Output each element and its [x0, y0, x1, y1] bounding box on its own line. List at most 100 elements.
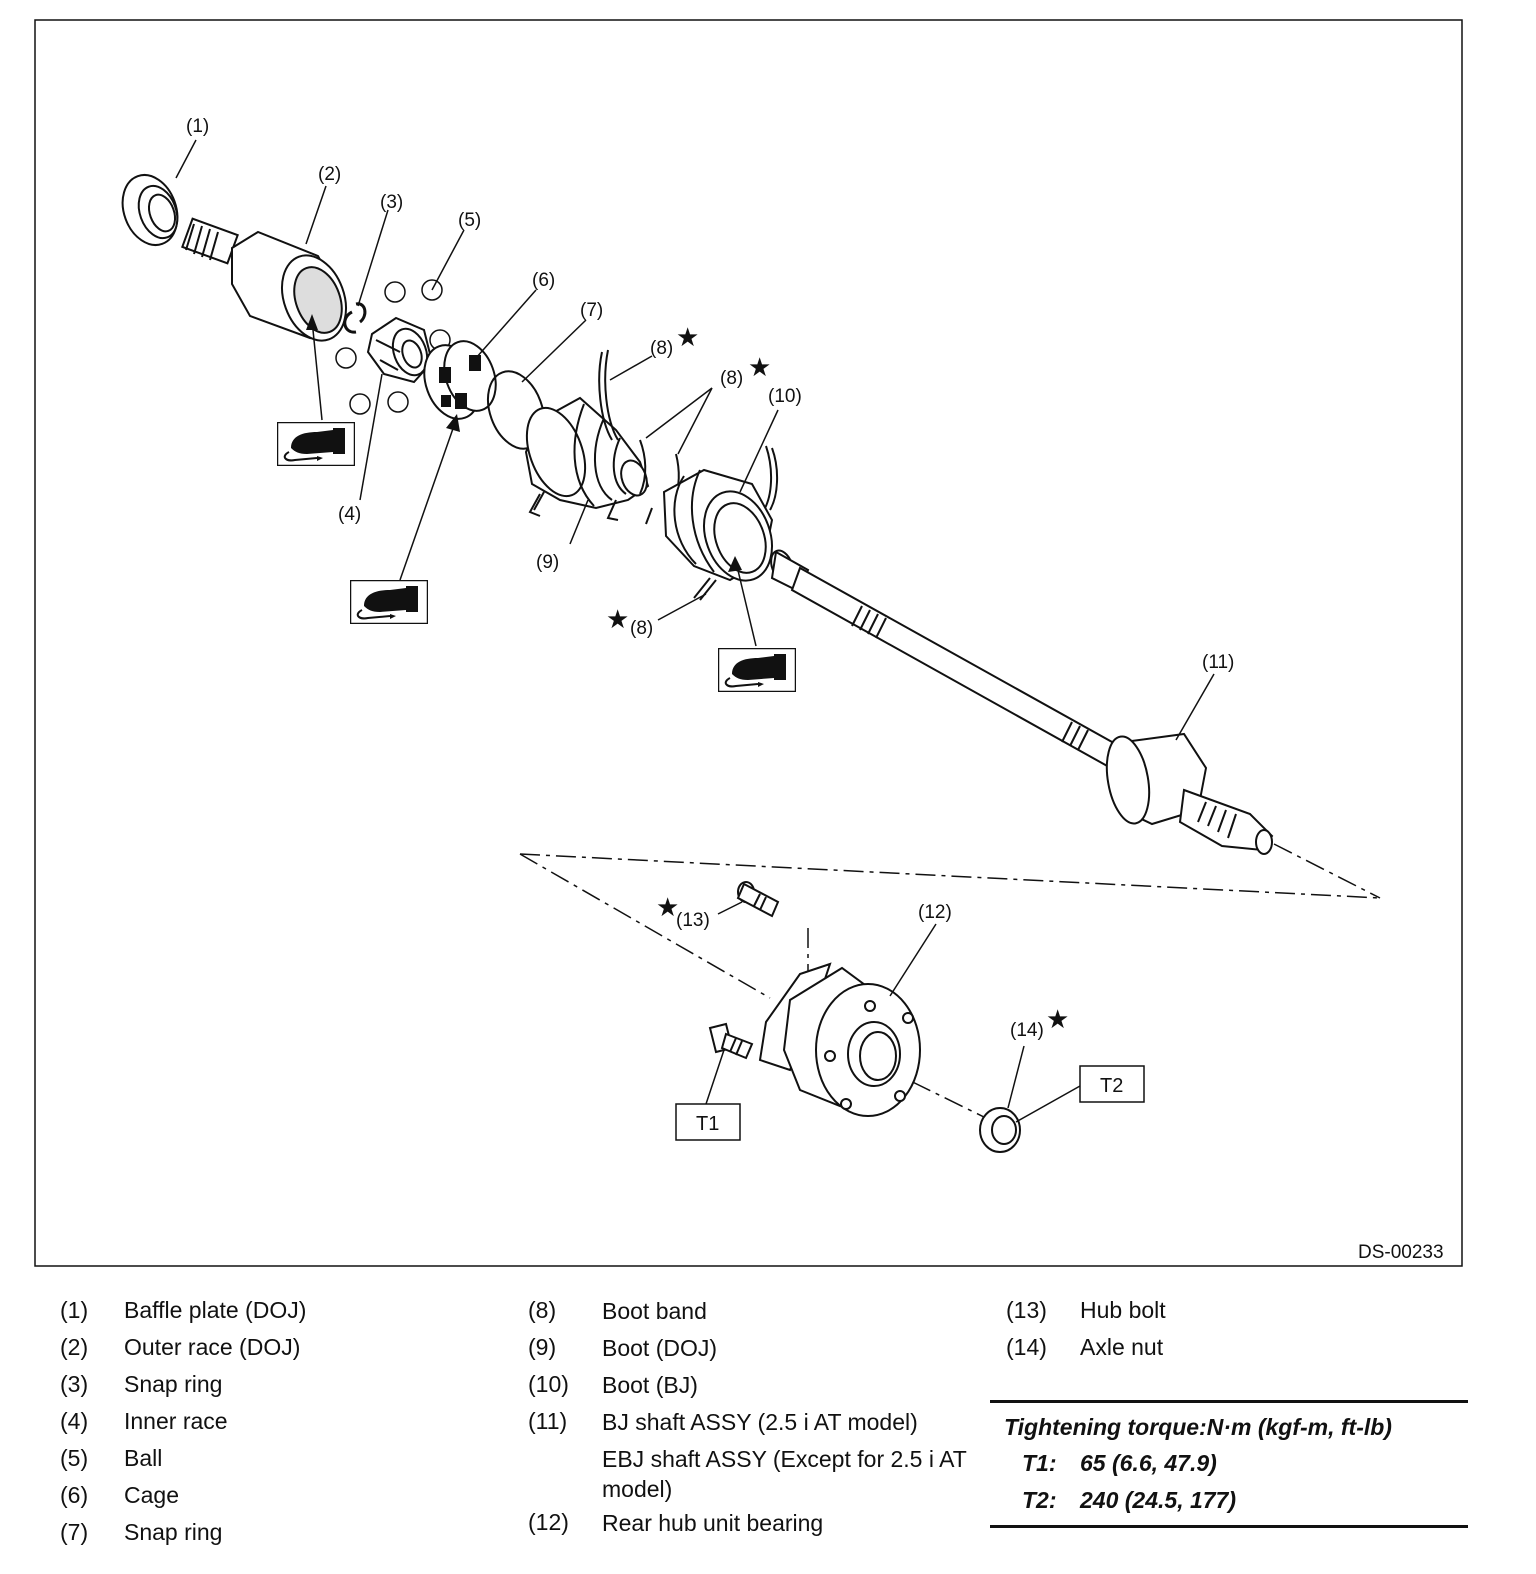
torque-box-t1-label: T1 — [696, 1113, 719, 1135]
legend-item: (10) Boot (BJ) — [528, 1366, 974, 1403]
legend-text: Boot (BJ) — [602, 1372, 698, 1398]
outer-race — [181, 217, 347, 342]
callout-3: (3) — [380, 192, 403, 213]
legend-text: Snap ring — [124, 1519, 223, 1545]
star-icon: ★ — [748, 353, 771, 383]
grease-icon — [350, 580, 428, 624]
bj-shaft-assy — [770, 549, 1274, 855]
legend-number: (14) — [1006, 1334, 1047, 1360]
legend-text: Hub bolt — [1080, 1297, 1166, 1323]
legend-item: (13) Hub bolt — [1006, 1292, 1280, 1329]
legend-column-1: (1) Baffle plate (DOJ) (2) Outer race (DOJ… — [60, 1292, 484, 1551]
rear-hub-unit-bearing — [758, 962, 921, 1117]
hub-bolt — [736, 881, 780, 918]
legend-number: (11) — [528, 1408, 568, 1434]
callout-4: (4) — [338, 504, 361, 525]
legend-number: (2) — [60, 1334, 89, 1360]
legend-text: Cage — [124, 1482, 179, 1508]
figure-frame — [34, 19, 1463, 1267]
legend-number: (1) — [60, 1297, 89, 1323]
star-icon: ★ — [676, 323, 699, 353]
star-icon: ★ — [606, 605, 629, 635]
legend-number: (5) — [60, 1445, 89, 1471]
callout-14: (14) — [1010, 1020, 1044, 1041]
arrowheads — [306, 314, 742, 572]
snap-ring-small — [343, 302, 367, 334]
legend-text: BJ shaft ASSY (2.5 i AT model) — [602, 1409, 918, 1435]
legend-item: (4) Inner race — [60, 1403, 484, 1440]
legend-item: (9) Boot (DOJ) — [528, 1329, 974, 1366]
callout-7: (7) — [580, 300, 603, 321]
callout-11: (11) — [1202, 652, 1234, 673]
callout-8: (8) — [630, 618, 653, 639]
callout-12: (12) — [918, 902, 952, 923]
legend-number: (13) — [1006, 1297, 1047, 1323]
callout-10: (10) — [768, 386, 802, 407]
callout-8: (8) — [720, 368, 743, 389]
legend-item: (3) Snap ring — [60, 1366, 484, 1403]
legend-text: EBJ shaft ASSY (Except for 2.5 i AT mode… — [602, 1446, 967, 1502]
torque-box-t1 — [675, 1103, 741, 1141]
legend-text: Outer race (DOJ) — [124, 1334, 301, 1360]
exploded-view-diagram: ★ ★ ★ ★ ★ (1) (2) (3) (5) (6) (7) (8) (8… — [34, 19, 1463, 1267]
inner-race — [366, 316, 434, 384]
torque-key: T1: — [1022, 1450, 1057, 1476]
legend-number: (8) — [528, 1297, 557, 1323]
legend-text: Snap ring — [124, 1371, 223, 1397]
callout-13: (13) — [676, 910, 710, 931]
torque-value: 240 (24.5, 177) — [1080, 1487, 1237, 1513]
callout-5: (5) — [458, 210, 481, 231]
legend-text: Inner race — [124, 1408, 228, 1434]
legend-number: (12) — [528, 1509, 569, 1535]
legend-item: (7) Snap ring — [60, 1514, 484, 1551]
baffle-plate — [121, 174, 179, 246]
callout-6: (6) — [532, 270, 555, 291]
legend-number: (4) — [60, 1408, 89, 1434]
legend-text: Axle nut — [1080, 1334, 1164, 1360]
torque-value: 65 (6.6, 47.9) — [1080, 1450, 1217, 1476]
grease-icon — [277, 422, 355, 466]
legend-item: (2) Outer race (DOJ) — [60, 1329, 484, 1366]
callout-8: (8) — [650, 338, 673, 359]
legend-number: (6) — [60, 1482, 89, 1508]
legend-text: Boot (DOJ) — [602, 1335, 718, 1361]
legend-item: (1) Baffle plate (DOJ) — [60, 1292, 484, 1329]
legend-item: (12) Rear hub unit bearing — [528, 1504, 974, 1541]
star-icons: ★ ★ ★ ★ ★ — [606, 323, 1069, 1035]
leader-lines — [175, 139, 1215, 1123]
legend-item: EBJ shaft ASSY (Except for 2.5 i AT mode… — [528, 1440, 974, 1504]
boot-bands — [528, 349, 779, 601]
legend-text: Baffle plate (DOJ) — [124, 1297, 307, 1323]
legend-text: Boot band — [602, 1298, 707, 1324]
legend-text: Rear hub unit bearing — [602, 1510, 824, 1536]
torque-row: T2: 240 (24.5, 177) — [990, 1482, 1468, 1519]
legend-column-3: (13) Hub bolt (14) Axle nut — [1006, 1292, 1280, 1366]
axle-nut — [979, 1107, 1021, 1153]
balls — [335, 279, 451, 415]
torque-box-t2-label: T2 — [1100, 1075, 1123, 1097]
torque-title: Tightening torque:N·m (kgf-m, ft-lb) — [1004, 1414, 1392, 1440]
callout-2: (2) — [318, 164, 341, 185]
assembly-lines — [519, 843, 1381, 1121]
legend-item: (11) BJ shaft ASSY (2.5 i AT model) — [528, 1403, 974, 1440]
legend-item: (8) Boot band — [528, 1292, 974, 1329]
legend-number: (10) — [528, 1371, 569, 1397]
legend-number: (9) — [528, 1334, 557, 1360]
legend-item: (6) Cage — [60, 1477, 484, 1514]
legend-text: Ball — [124, 1445, 163, 1471]
cage — [423, 340, 497, 420]
t1-bolt — [708, 1022, 754, 1060]
legend-item: (5) Ball — [60, 1440, 484, 1477]
torque-key: T2: — [1022, 1487, 1057, 1513]
figure-code: DS-00233 — [1358, 1242, 1444, 1263]
legend-column-2: (8) Boot band (9) Boot (DOJ) (10) Boot (BJ)… — [528, 1292, 974, 1541]
grease-icon — [718, 648, 796, 692]
legend-number — [528, 1440, 602, 1504]
boot-doj — [524, 396, 650, 510]
legend-number: (3) — [60, 1371, 89, 1397]
star-icon: ★ — [1046, 1005, 1069, 1035]
star-icon: ★ — [656, 893, 679, 923]
legend-number: (7) — [60, 1519, 89, 1545]
boot-bj — [662, 468, 774, 582]
callout-9: (9) — [536, 552, 559, 573]
